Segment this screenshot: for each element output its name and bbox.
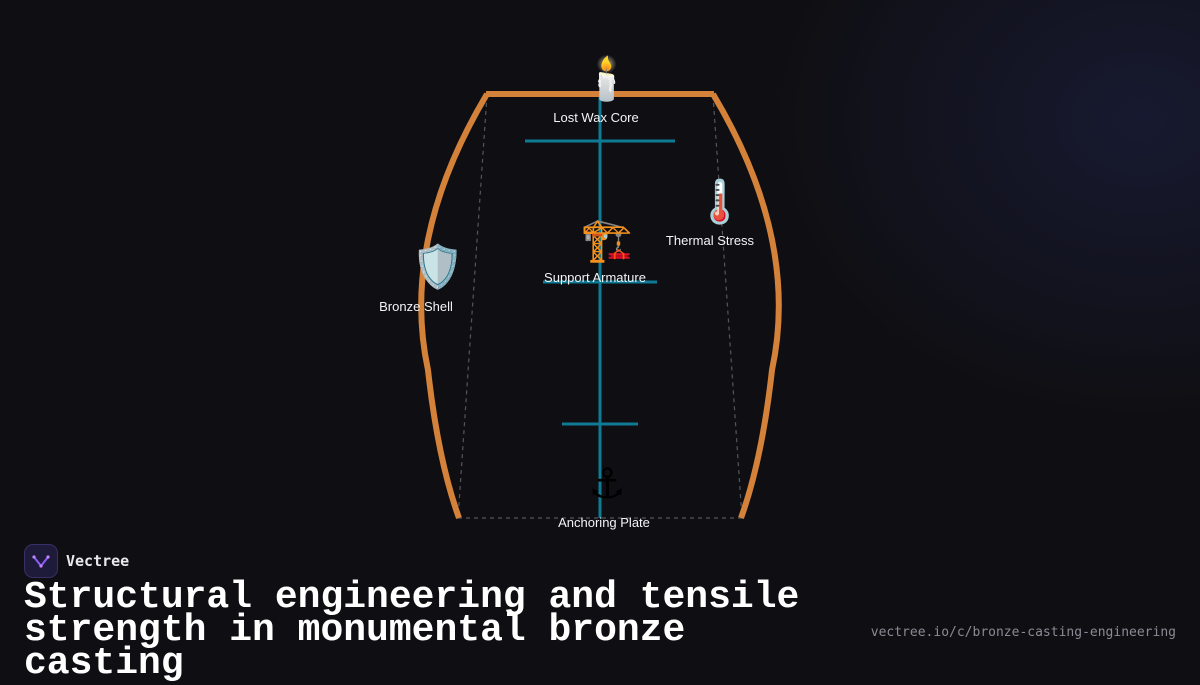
node-label-lost-wax-core: Lost Wax Core: [553, 110, 639, 125]
page-title: Structural engineering and tensile stren…: [24, 576, 800, 685]
candle-icon: 🕯️: [580, 54, 634, 103]
crane-icon: 🏗️: [580, 215, 634, 264]
node-label-thermal-stress: Thermal Stress: [665, 233, 755, 248]
brand-name: Vectree: [66, 552, 130, 570]
thermometer-icon: 🌡️: [693, 177, 747, 226]
guide-left: [457, 94, 488, 519]
node-label-anchoring-plate: Anchoring Plate: [558, 515, 650, 530]
dashed-guides: [457, 94, 743, 519]
vectree-logo-icon: [24, 544, 58, 578]
bronze-shell-outline: [418, 91, 782, 520]
source-url[interactable]: vectree.io/c/bronze-casting-engineering: [870, 625, 1176, 640]
brand: Vectree: [24, 544, 129, 578]
shield-icon: 🛡️: [411, 242, 465, 291]
armature-frame: [525, 95, 675, 518]
node-label-support-armature: Support Armature: [544, 270, 646, 285]
shell-right-wall: [710, 92, 782, 520]
shell-left-wall: [418, 92, 490, 520]
anchor-icon: ⚓: [588, 459, 626, 508]
guide-right: [712, 94, 743, 519]
node-label-bronze-shell: Bronze Shell: [379, 299, 453, 314]
